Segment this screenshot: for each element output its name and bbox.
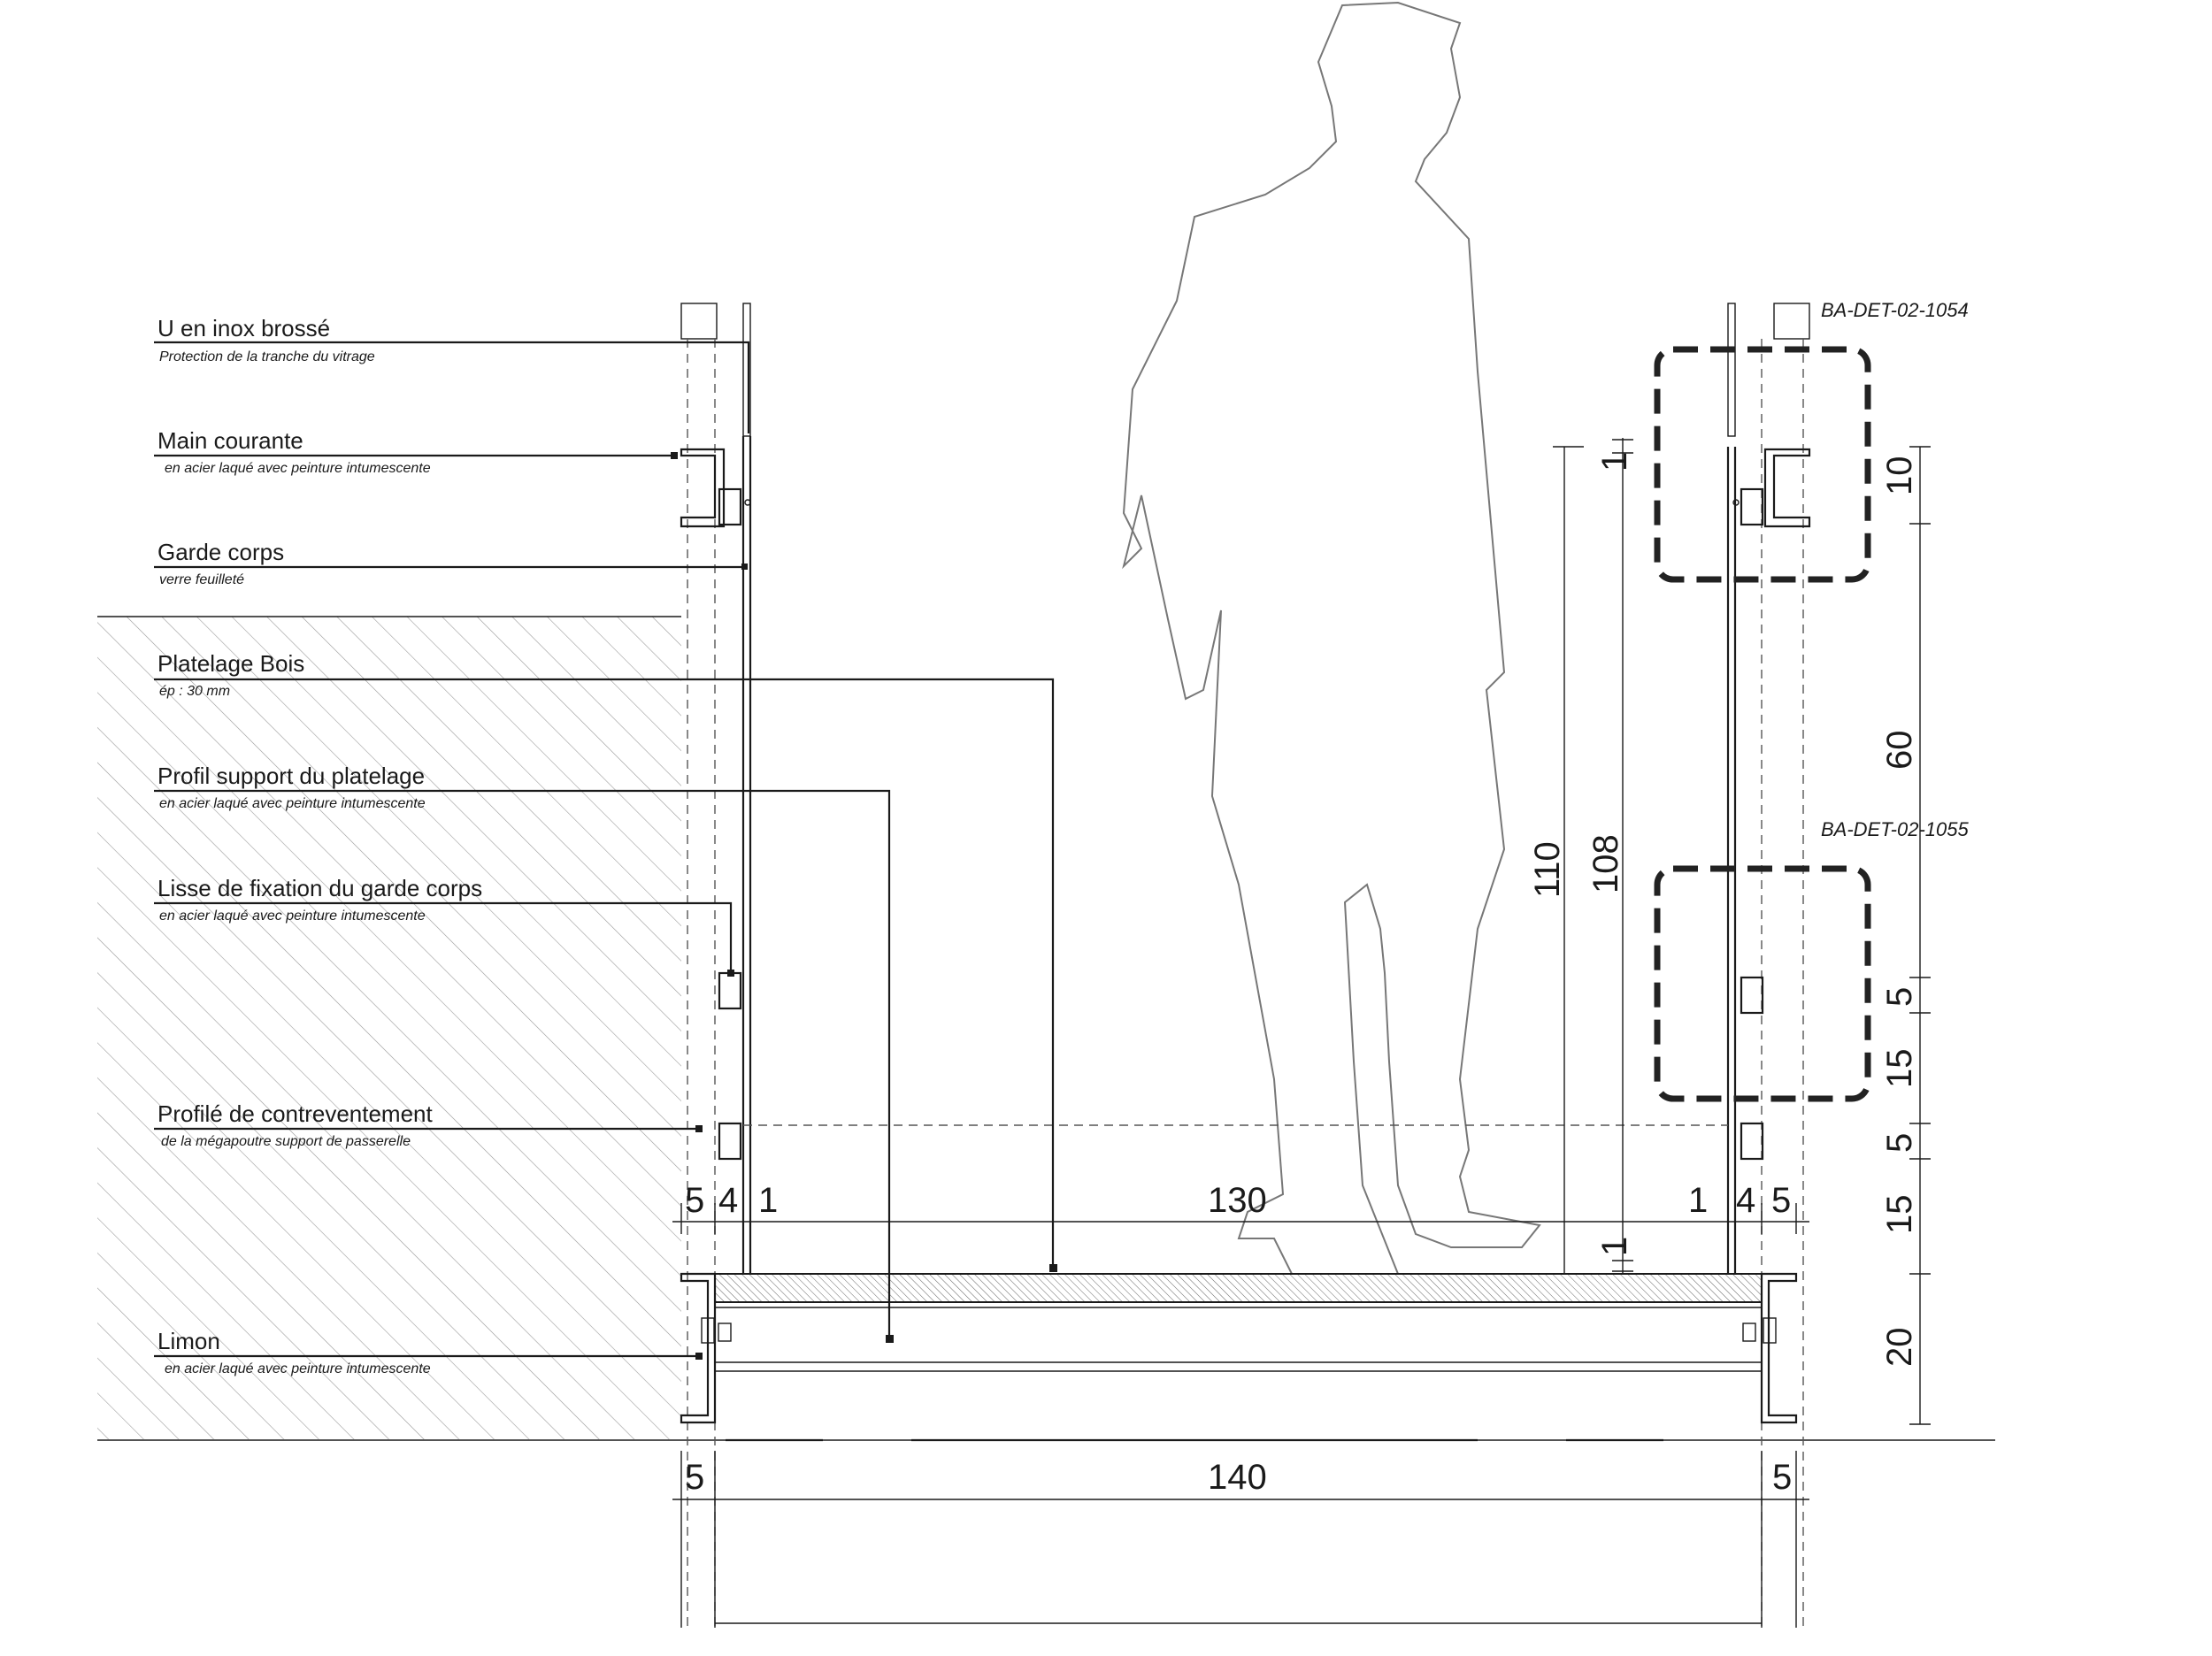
label-limon: Limon en acier laqué avec peinture intum… (154, 1328, 703, 1376)
hatched-wall (97, 616, 681, 1439)
svg-text:en acier laqué avec peinture i: en acier laqué avec peinture intumescent… (165, 1361, 431, 1376)
dimension-vertical-right: 10 60 5 15 5 15 20 (1880, 446, 1931, 1425)
label-lisse-fixation: Lisse de fixation du garde corps en acie… (154, 875, 734, 977)
dim-bottom-2: 5 (1772, 1458, 1792, 1497)
dim-right-5a: 5 (1880, 987, 1919, 1007)
dim-vertical-110: 110 (1528, 841, 1567, 898)
dim-right-15a: 15 (1880, 1049, 1919, 1089)
dim-vertical-1-bottom: 1 (1595, 1237, 1634, 1256)
svg-text:de la mégapoutre support de pa: de la mégapoutre support de passerelle (161, 1134, 411, 1149)
svg-text:Profil support du platelage: Profil support du platelage (157, 763, 425, 789)
dim-top-1: 4 (718, 1181, 738, 1220)
dim-bottom-1: 140 (1208, 1458, 1267, 1497)
label-contreventement: Profilé de contreventement de la mégapou… (154, 1100, 703, 1149)
label-profil-support: Profil support du platelage en acier laq… (154, 763, 894, 1343)
dim-right-60: 60 (1880, 731, 1919, 770)
dim-top-4: 1 (1688, 1181, 1708, 1220)
person-silhouette (1122, 1, 1541, 1275)
dim-vertical-1-top: 1 (1595, 452, 1634, 472)
dim-right-5b: 5 (1880, 1133, 1919, 1153)
svg-text:Platelage Bois: Platelage Bois (157, 650, 304, 677)
dim-bottom-0: 5 (685, 1458, 704, 1497)
svg-text:ép : 30 mm: ép : 30 mm (159, 684, 230, 699)
dim-top-0: 5 (685, 1181, 704, 1220)
right-balustrade (1726, 303, 1811, 1628)
dim-top-2: 1 (758, 1181, 778, 1220)
dim-top-6: 5 (1771, 1181, 1791, 1220)
svg-text:en acier laqué avec peinture i: en acier laqué avec peinture intumescent… (165, 461, 431, 476)
svg-text:Lisse de fixation du garde cor: Lisse de fixation du garde corps (157, 875, 482, 901)
dimension-row-top: 5 4 1 130 1 4 5 (672, 1181, 1809, 1234)
svg-text:en acier laqué avec peinture i: en acier laqué avec peinture intumescent… (159, 796, 426, 811)
dim-right-20: 20 (1880, 1328, 1919, 1368)
svg-text:en acier laqué avec peinture i: en acier laqué avec peinture intumescent… (159, 908, 426, 924)
label-u-inox: U en inox brossé Protection de la tranch… (154, 315, 750, 433)
label-platelage-bois: Platelage Bois ép : 30 mm (154, 650, 1057, 1272)
deck (680, 1272, 1798, 1442)
svg-text:Garde corps: Garde corps (157, 539, 284, 565)
svg-text:Main courante: Main courante (157, 427, 303, 454)
svg-text:Profilé de contreventement: Profilé de contreventement (157, 1100, 434, 1127)
left-balustrade (680, 303, 752, 1628)
detail-box-1054 (1654, 346, 1871, 583)
svg-text:Limon: Limon (157, 1328, 220, 1354)
dim-right-15b: 15 (1880, 1195, 1919, 1235)
detail-ref-1055: BA-DET-02-1055 (1821, 818, 1969, 840)
label-main-courante: Main courante en acier laqué avec peintu… (154, 427, 678, 476)
detail-box-1055 (1654, 865, 1871, 1102)
svg-text:Protection de la tranche du vi: Protection de la tranche du vitrage (159, 349, 375, 364)
dimension-row-bottom: 5 140 5 (672, 1451, 1809, 1628)
dim-top-5: 4 (1736, 1181, 1755, 1220)
detail-ref-1054: BA-DET-02-1054 (1821, 299, 1969, 321)
dim-right-10: 10 (1880, 456, 1919, 496)
dim-vertical-108: 108 (1586, 834, 1625, 893)
svg-text:U en inox brossé: U en inox brossé (157, 315, 330, 341)
dim-top-3: 130 (1208, 1181, 1267, 1220)
svg-text:verre feuilleté: verre feuilleté (159, 572, 244, 587)
dimension-vertical-left: 110 108 1 1 (1528, 438, 1634, 1275)
label-garde-corps: Garde corps verre feuilleté (154, 539, 748, 587)
